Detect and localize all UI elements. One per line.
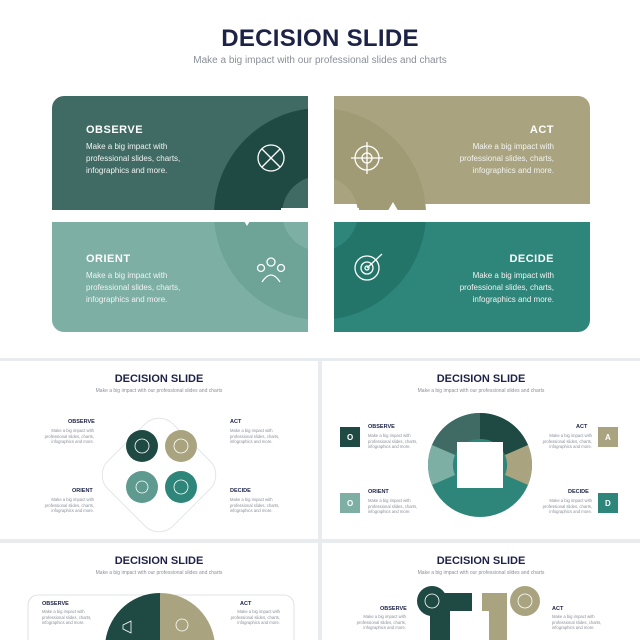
- act-label: ACT: [529, 124, 554, 136]
- thumb2-graphic: [340, 413, 618, 517]
- thumb4-title: DECISION SLIDE: [436, 555, 526, 567]
- decide-label: DECIDE: [509, 253, 554, 265]
- thumb3-observe: OBSERVE: [42, 601, 69, 607]
- ring-act: [320, 108, 426, 213]
- thumb1-graphic: [101, 417, 217, 533]
- thumbnail-slide-1[interactable]: DECISION SLIDE Make a big impact with ou…: [0, 361, 318, 539]
- thumbnail-slide-3[interactable]: DECISION SLIDE Make a big impact with ou…: [0, 543, 318, 640]
- thumb3-act: ACT: [240, 601, 252, 607]
- thumb3-act-text: Make a big impact with professional slid…: [230, 609, 280, 625]
- main-title: DECISION SLIDE: [221, 25, 419, 52]
- thumb2-subtitle: Make a big impact with our professional …: [417, 388, 545, 394]
- thumb1-orient-text: Make a big impact with professional slid…: [44, 497, 94, 513]
- thumb3-title: DECISION SLIDE: [114, 555, 204, 567]
- thumb2-title: DECISION SLIDE: [436, 373, 526, 385]
- thumb2-observe: OBSERVE: [368, 424, 395, 430]
- thumb4-subtitle: Make a big impact with our professional …: [417, 570, 545, 576]
- bullseye-icon: [354, 253, 383, 281]
- thumb4-act-text: Make a big impact with professional slid…: [552, 614, 602, 630]
- observe-label: OBSERVE: [86, 124, 144, 136]
- main-slide: DECISION SLIDE Make a big impact with ou…: [0, 0, 640, 358]
- thumb2-badge-d: D: [605, 499, 611, 508]
- quadrant-graphic: [52, 96, 590, 332]
- thumb1-observe-text: Make a big impact with professional slid…: [44, 428, 94, 444]
- target-person-icon: [351, 142, 383, 174]
- thumb2-badge-o1: O: [347, 433, 354, 442]
- observe-text: Make a big impact with professional slid…: [86, 142, 181, 175]
- thumb1-title: DECISION SLIDE: [114, 373, 204, 385]
- orient-text: Make a big impact with professional slid…: [86, 271, 181, 304]
- thumb2-act: ACT: [576, 424, 588, 430]
- ring-observe: [214, 108, 320, 213]
- act-text: Make a big impact with professional slid…: [459, 142, 554, 175]
- thumb2-orient: ORIENT: [368, 489, 389, 495]
- orient-label: ORIENT: [86, 253, 131, 265]
- thumb2-act-text: Make a big impact with professional slid…: [542, 433, 592, 449]
- decide-text: Make a big impact with professional slid…: [459, 271, 554, 304]
- thumb1-decide: DECIDE: [230, 488, 251, 494]
- arrow-down-left: [240, 214, 254, 226]
- arrow-right-top: [308, 134, 322, 148]
- thumb2-decide-text: Make a big impact with professional slid…: [542, 498, 592, 514]
- thumb1-subtitle: Make a big impact with our professional …: [95, 388, 223, 394]
- thumb2-observe-text: Make a big impact with professional slid…: [368, 433, 418, 449]
- thumb3-graphic: [27, 593, 295, 640]
- arrow-right-bottom: [320, 280, 334, 294]
- thumbnail-slide-2[interactable]: DECISION SLIDE Make a big impact with ou…: [322, 361, 640, 539]
- thumb3-subtitle: Make a big impact with our professional …: [95, 570, 223, 576]
- thumb4-graphic: [417, 586, 540, 640]
- main-subtitle: Make a big impact with our professional …: [193, 55, 447, 66]
- thumb1-act: ACT: [230, 419, 242, 425]
- thumb1-orient: ORIENT: [72, 488, 93, 494]
- ring-orient: [214, 213, 320, 320]
- arrow-up-right: [386, 202, 400, 214]
- thumb1-observe: OBSERVE: [68, 419, 95, 425]
- thumb2-badge-o2: O: [347, 499, 354, 508]
- thumb4-observe-text: Make a big impact with professional slid…: [356, 614, 406, 630]
- thumb2-badge-a: A: [605, 433, 611, 442]
- thumbnail-slide-4[interactable]: DECISION SLIDE Make a big impact with ou…: [322, 543, 640, 640]
- thumb1-decide-text: Make a big impact with professional slid…: [230, 497, 280, 513]
- thumb4-observe: OBSERVE: [380, 606, 407, 612]
- thumb1-act-text: Make a big impact with professional slid…: [230, 428, 280, 444]
- thumb4-act: ACT: [552, 606, 564, 612]
- compass-icon: [257, 144, 285, 172]
- thumb2-decide: DECIDE: [568, 489, 589, 495]
- thumb3-observe-text: Make a big impact with professional slid…: [42, 609, 92, 625]
- team-icon: [256, 257, 286, 283]
- thumb2-orient-text: Make a big impact with professional slid…: [368, 498, 418, 514]
